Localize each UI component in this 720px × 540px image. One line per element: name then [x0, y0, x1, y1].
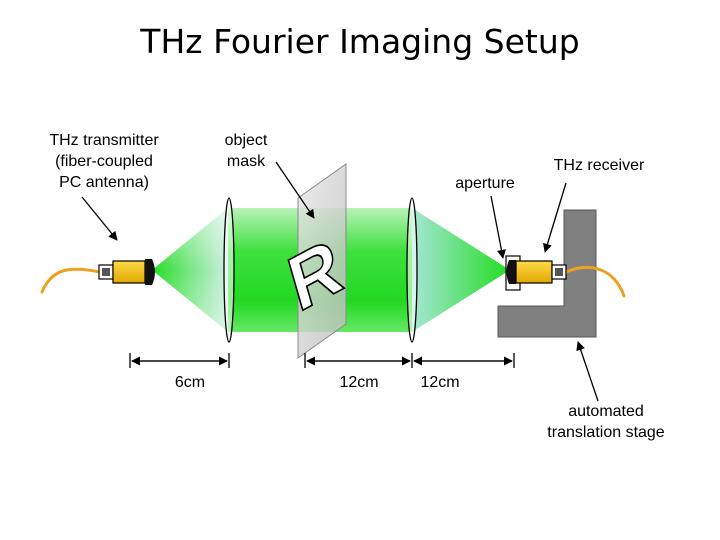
- distance-12cm-label-1: 12cm: [339, 374, 379, 391]
- translation-stage: [497, 209, 597, 338]
- object-mask-label: object mask: [224, 132, 268, 170]
- transmitter-fiber: [40, 267, 102, 294]
- distance-6cm-label: 6cm: [174, 374, 206, 391]
- aperture-arrow: [490, 195, 506, 259]
- receiver-label: THz receiver: [553, 157, 645, 174]
- transmitter-arrow: [81, 196, 118, 241]
- receiver-antenna: [506, 260, 567, 284]
- lens-right: [406, 197, 418, 343]
- callout-arrows: [81, 161, 599, 402]
- receiver-arrow: [543, 182, 567, 253]
- receiver-fiber: [564, 266, 626, 298]
- beam-cone-left-shade: [152, 208, 228, 332]
- distance-12cm-label-2: 12cm: [420, 374, 460, 391]
- transmitter-label: THz transmitter (fiber-coupled PC antenn…: [49, 132, 159, 191]
- transmitter-antenna: [98, 259, 155, 285]
- aperture-label: aperture: [455, 175, 515, 192]
- stage-arrow: [576, 341, 599, 402]
- translation-stage-label: automated translation stage: [547, 403, 665, 441]
- diagram-title: THz Fourier Imaging Setup: [140, 22, 580, 61]
- mask-arrow: [275, 161, 315, 219]
- lens-left: [223, 197, 235, 343]
- distance-markers: [129, 353, 515, 368]
- beam-cone-right: [412, 208, 510, 332]
